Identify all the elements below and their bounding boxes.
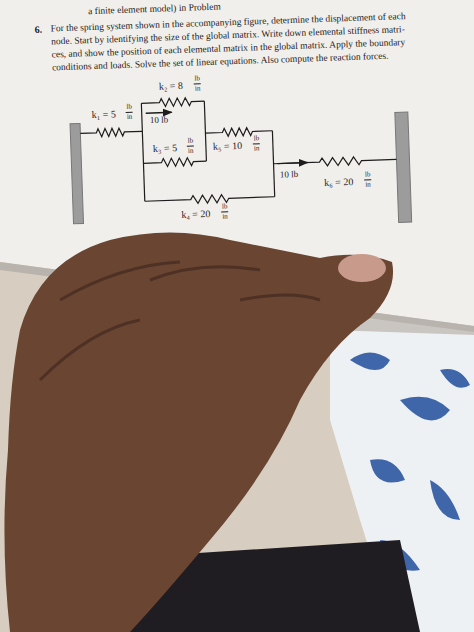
knuckle-shading bbox=[40, 262, 320, 380]
unit-fraction: lb bbox=[125, 104, 133, 113]
problem-text: a finite element model) in Problem bbox=[88, 2, 221, 17]
problem-number: 6. bbox=[35, 24, 43, 35]
load-arrow bbox=[146, 112, 172, 114]
spring-label: k₆ = 20 bbox=[324, 176, 354, 188]
unit-fraction: in bbox=[253, 145, 261, 153]
spring-label: k₃ = 5 bbox=[153, 142, 178, 154]
unit-fraction: lb bbox=[193, 75, 201, 84]
load-arrow bbox=[278, 163, 308, 164]
spring-label: k₄ = 20 bbox=[181, 208, 211, 220]
load-label: 10 lb bbox=[150, 115, 169, 126]
unit-fraction: in bbox=[364, 181, 372, 189]
spring-k3 bbox=[143, 157, 206, 167]
spring-k2 bbox=[141, 97, 204, 107]
unit-fraction: in bbox=[126, 114, 134, 122]
spring-label: k₂ = 8 bbox=[159, 80, 184, 92]
spring-k5 bbox=[205, 127, 272, 137]
unit-fraction: lb bbox=[187, 138, 195, 147]
unit-fraction: in bbox=[187, 148, 195, 156]
spring-k6 bbox=[273, 155, 396, 167]
unit-fraction: lb bbox=[364, 171, 372, 180]
spring-label: k₁ = 5 bbox=[92, 108, 117, 120]
spring-k1 bbox=[80, 127, 142, 137]
spring-label: k₅ = 10 bbox=[213, 140, 243, 152]
left-wall bbox=[70, 123, 83, 223]
unit-fraction: in bbox=[194, 85, 202, 93]
hand bbox=[4, 233, 393, 632]
cloth-pattern bbox=[350, 353, 470, 571]
right-wall bbox=[395, 112, 412, 222]
unit-fraction: lb bbox=[221, 203, 229, 212]
node-bar bbox=[204, 101, 206, 161]
thumbnail bbox=[338, 254, 386, 282]
spring-k4 bbox=[145, 193, 275, 206]
unit-fraction: lb bbox=[253, 135, 261, 144]
unit-fraction: in bbox=[221, 213, 229, 221]
load-label: 10 lb bbox=[280, 170, 299, 181]
node-bar bbox=[141, 103, 144, 201]
